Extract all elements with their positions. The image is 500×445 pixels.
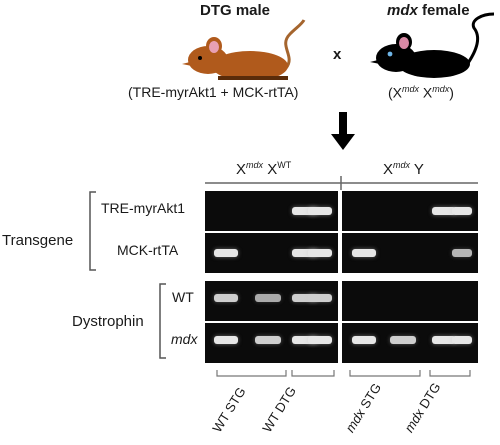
tre-myrakt1-label: TRE-myrAkt1 — [101, 200, 185, 216]
cross-operator: x — [333, 46, 342, 63]
mck-rtta-label: MCK-rtTA — [117, 242, 179, 258]
gel-band-mdx-7 — [432, 336, 456, 344]
female-title: mdx female — [387, 2, 470, 19]
gel-band-tre-3 — [292, 207, 318, 215]
gel-band-mdx-2 — [255, 336, 281, 344]
gel-band-tre-4 — [308, 207, 332, 215]
female-genotype: (Xmdx Xmdx) — [388, 84, 454, 101]
gel-band-wt-1 — [214, 294, 238, 302]
gel-band-mdx-4 — [308, 336, 332, 344]
dystrophin-label: Dystrophin — [72, 313, 144, 330]
black-mouse-icon — [370, 12, 495, 78]
wt-row-label: WT — [172, 289, 194, 305]
gel-wt-right — [342, 281, 478, 321]
gel-band-mdx-3 — [292, 336, 318, 344]
gel-band-mck-5 — [352, 249, 376, 257]
gel-band-mck-3 — [292, 249, 318, 257]
gel-band-mdx-6 — [390, 336, 416, 344]
transgene-label: Transgene — [2, 232, 74, 249]
gel-band-mdx-5 — [352, 336, 376, 344]
gel-band-mdx-1 — [214, 336, 238, 344]
gel-band-tre-8 — [452, 207, 472, 215]
gel-band-mck-4 — [308, 249, 332, 257]
male-title: DTG male — [200, 2, 271, 19]
gel-band-mck-1 — [214, 249, 238, 257]
brown-mouse-icon — [182, 19, 306, 80]
gel-band-tre-7 — [432, 207, 456, 215]
gel-band-mck-8 — [452, 249, 472, 257]
mdx-row-label: mdx — [171, 331, 198, 347]
gel-band-wt-2 — [255, 294, 281, 302]
right-column-header: Xmdx Y — [383, 160, 424, 178]
gel-band-mdx-8 — [452, 336, 472, 344]
gel-band-wt-4 — [308, 294, 332, 302]
male-genotype: (TRE-myrAkt1 + MCK-rtTA) — [128, 84, 299, 100]
left-column-header: Xmdx XWT — [236, 160, 292, 178]
down-arrow-icon — [331, 112, 355, 150]
gel-band-wt-3 — [292, 294, 318, 302]
